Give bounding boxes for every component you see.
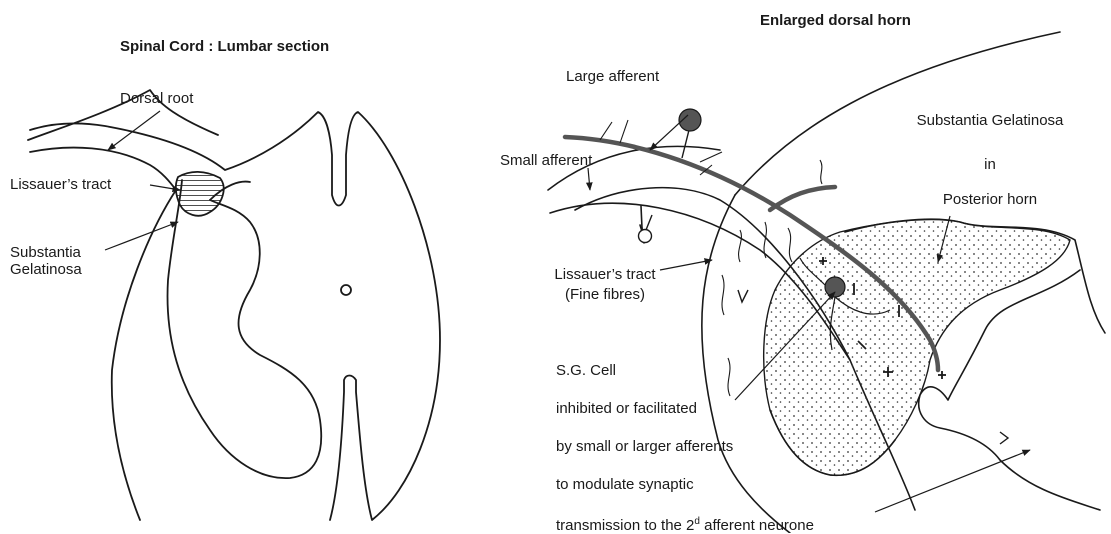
substantia-arrow-left <box>105 222 178 250</box>
dorsal-root-label: Dorsal root <box>120 90 193 107</box>
large-afferent-arrow <box>650 115 688 150</box>
substantia-gelatinosa-region <box>764 220 1070 476</box>
sg-label-line3: Posterior horn <box>890 191 1090 208</box>
down-arrowhead <box>738 290 748 302</box>
substantia-label-line2: Gelatinosa <box>10 261 82 278</box>
caption-line4: to modulate synaptic <box>556 476 694 493</box>
left-panel-title: Spinal Cord : Lumbar section <box>120 38 329 55</box>
caption-line5-suffix: afferent neurone <box>700 517 814 534</box>
sg-label-line1: Substantia Gelatinosa <box>890 112 1090 129</box>
second-neurone-arrow <box>875 450 1030 512</box>
right-panel-title: Enlarged dorsal horn <box>760 12 911 29</box>
large-afferent-cell <box>679 109 701 158</box>
spinal-cord-outline <box>28 90 440 520</box>
caption-line5-prefix: transmission to the 2 <box>556 517 694 534</box>
caption-line3: by small or larger afferents <box>556 438 733 455</box>
large-afferent-label: Large afferent <box>566 68 659 85</box>
lissauer-tract-label-left: Lissauer’s tract <box>10 176 111 193</box>
small-afferent-arrow <box>588 168 590 190</box>
caption-line1: S.G. Cell <box>556 362 616 379</box>
caption-line2: inhibited or facilitated <box>556 400 697 417</box>
fine-fibres-label: (Fine fibres) <box>540 286 670 303</box>
lissauer-tract-region <box>176 172 224 216</box>
lissauer-tract-label-right: Lissauer’s tract <box>540 266 670 283</box>
substantia-label-line1: Substantia <box>10 244 81 261</box>
small-fibre-arrowhead <box>1000 432 1008 444</box>
dorsal-root-arrow <box>108 111 160 150</box>
small-afferent-label: Small afferent <box>500 152 592 169</box>
caption-line5: transmission to the 2d afferent neurone <box>556 513 814 534</box>
sg-label-line2: in <box>890 156 1090 173</box>
